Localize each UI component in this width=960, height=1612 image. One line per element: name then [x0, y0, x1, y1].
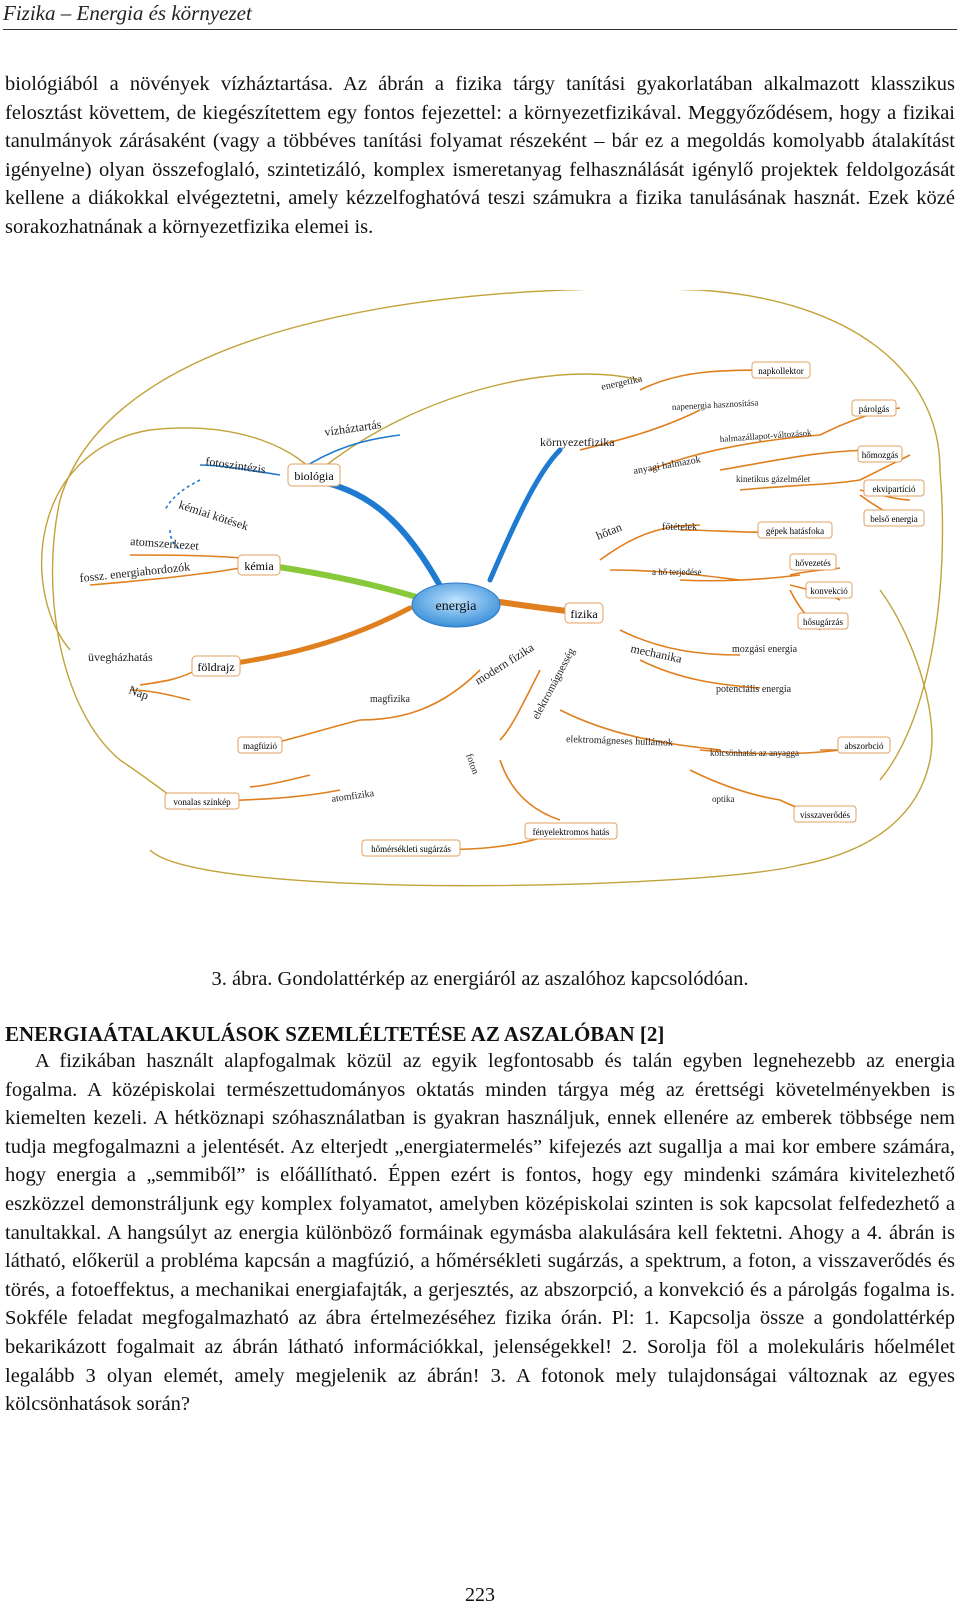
label-foton: foton [463, 752, 481, 776]
running-header: Fizika – Energia és környezet [3, 0, 957, 30]
boxed-nodes: biológia kémia földrajz fizika napkollek… [164, 361, 925, 857]
node-fizika: fizika [570, 607, 598, 621]
label-ho-terjedese: a hő terjedése [652, 567, 701, 577]
node-konvekcio: konvekció [810, 586, 848, 596]
label-kornyezetfizika: környezetfizika [540, 435, 615, 449]
node-ekviparticio: ekvipartíció [873, 484, 916, 494]
label-optika: optika [712, 794, 735, 804]
label-kinetikus: kinetikus gázelmélet [736, 474, 811, 484]
label-em-hullamok: elektromágneses hullámok [566, 734, 673, 749]
node-foldrajz: földrajz [197, 660, 234, 674]
label-modern-fizika: modern fizika [472, 640, 537, 688]
center-label: energia [436, 599, 478, 614]
label-uveghazhatas: üvegházhatás [88, 650, 153, 664]
node-napkollektor: napkollektor [758, 366, 804, 376]
label-hotan: hőtan [594, 520, 624, 543]
label-kemiai-kotesek: kémiai kötések [177, 498, 250, 534]
node-homersekleti: hőmérsékleti sugárzás [371, 844, 451, 854]
section-heading: ENERGIAÁTALAKULÁSOK SZEMLÉLTETÉSE AZ ASZ… [5, 1022, 665, 1046]
label-nap: Nap [127, 683, 151, 703]
node-magfuzio: magfúzió [243, 741, 277, 751]
label-elektromagnesseg: elektromágnesség [530, 646, 578, 722]
mind-map: energia biológia kémia földrajz fizika n… [40, 290, 944, 887]
label-fotetelek: főtételek [662, 522, 697, 533]
header-title: Fizika – Energia és környezet [3, 1, 252, 25]
node-biologia: biológia [294, 469, 334, 483]
paragraph-intro: biológiából a növények vízháztartása. Az… [5, 73, 955, 238]
figure-caption: 3. ábra. Gondolattérkép az energiáról az… [211, 968, 749, 990]
label-potencialis: potenciális energia [716, 684, 792, 695]
node-homozgas: hőmozgás [862, 450, 899, 460]
node-parolgas: párolgás [859, 404, 890, 414]
node-hovezetes: hővezetés [795, 558, 831, 568]
node-visszaverodes: visszaverődés [800, 810, 850, 820]
paragraph-main: A fizikában használt alapfogalmak közül … [5, 1050, 955, 1416]
label-anyagi-halmazok: anyagi halmazok [633, 454, 702, 477]
label-napenergia: napenergia hasznosítása [672, 397, 759, 412]
page-number: 223 [465, 1584, 495, 1606]
center-node [411, 582, 501, 628]
node-kemia: kémia [244, 559, 274, 573]
label-mozgasi: mozgási energia [732, 644, 798, 655]
node-abszorpcio: abszorbció [845, 741, 884, 751]
sub-branches [89, 369, 911, 851]
label-kolcsonhatas: kölcsönhatás az anyagga [710, 748, 799, 758]
blue-sub-branches [164, 434, 401, 551]
label-vizhaztartas: vízháztartás [323, 417, 382, 439]
outer-loops [40, 290, 944, 887]
node-fenyelektromos: fényelektromos hatás [533, 827, 610, 837]
node-hosugarzas: hősugárzás [803, 617, 843, 627]
node-gepek: gépek hatásfoka [766, 526, 824, 536]
node-belso-energia: belső energia [870, 514, 918, 524]
label-fotoszintezis: fotoszintézis [205, 454, 267, 476]
label-magfizika: magfizika [370, 694, 411, 705]
label-atomszerkezet: atomszerkezet [130, 534, 200, 553]
node-vonalas: vonalas színkép [173, 797, 231, 807]
